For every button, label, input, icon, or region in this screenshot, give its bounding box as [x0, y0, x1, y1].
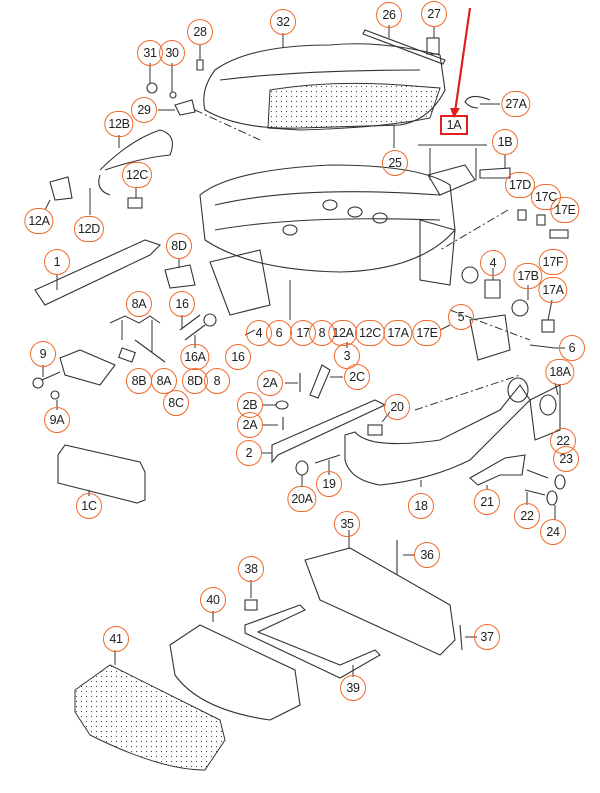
- callout-23[interactable]: 23: [553, 446, 579, 472]
- plug-20a-part: [295, 460, 309, 476]
- callout-2a-top[interactable]: 2A: [257, 370, 283, 396]
- callout-17b[interactable]: 17B: [513, 263, 543, 289]
- callout-12a[interactable]: 12A: [24, 208, 54, 234]
- callout-group-17a[interactable]: 17A: [383, 320, 413, 346]
- callout-8a-bottom[interactable]: 8A: [151, 368, 177, 394]
- callout-1a-highlighted[interactable]: 1A: [440, 115, 468, 135]
- clip-27-part: [426, 26, 440, 55]
- callout-1c[interactable]: 1C: [76, 493, 102, 519]
- clip-8d-part: [164, 264, 196, 289]
- callout-2a-bottom[interactable]: 2A: [237, 412, 263, 438]
- lever-21-part: [469, 454, 566, 520]
- callout-8c[interactable]: 8C: [163, 390, 189, 416]
- callout-12c[interactable]: 12C: [121, 162, 153, 188]
- callout-6-right[interactable]: 6: [559, 335, 585, 361]
- callout-9a[interactable]: 9A: [44, 407, 70, 433]
- callout-37[interactable]: 37: [474, 624, 500, 650]
- small-fasteners-part: [146, 45, 261, 141]
- box-40-part: [169, 611, 301, 721]
- callout-20a[interactable]: 20A: [287, 486, 317, 512]
- callout-41[interactable]: 41: [103, 626, 129, 652]
- highlight-arrow: [450, 7, 472, 118]
- frame-39-part: [244, 604, 381, 679]
- callout-25[interactable]: 25: [382, 150, 408, 176]
- callout-8b[interactable]: 8B: [126, 368, 152, 394]
- callout-16a[interactable]: 16A: [180, 344, 210, 370]
- callout-20[interactable]: 20: [384, 394, 410, 420]
- callout-28[interactable]: 28: [187, 19, 213, 45]
- callout-22-bottom[interactable]: 22: [514, 503, 540, 529]
- callout-9[interactable]: 9: [30, 341, 56, 367]
- callout-group-17e[interactable]: 17E: [412, 320, 442, 346]
- callout-8a-top[interactable]: 8A: [126, 291, 152, 317]
- callout-38[interactable]: 38: [238, 556, 264, 582]
- callout-39[interactable]: 39: [340, 675, 366, 701]
- bolts-17-part: [439, 209, 569, 251]
- armrest-1c-part: [57, 444, 146, 504]
- callout-19[interactable]: 19: [316, 471, 342, 497]
- callout-35[interactable]: 35: [334, 511, 360, 537]
- clip-38-part: [244, 599, 258, 611]
- callout-27[interactable]: 27: [421, 1, 447, 27]
- callout-27a[interactable]: 27A: [501, 91, 531, 117]
- clip-20-part: [367, 424, 383, 436]
- parts-8a-part: [109, 315, 166, 363]
- callout-12d[interactable]: 12D: [73, 216, 105, 242]
- seat-cushion-part: [203, 33, 446, 148]
- callout-2c[interactable]: 2C: [344, 364, 370, 390]
- trim-rail-1-part: [34, 239, 162, 306]
- callout-group-12a[interactable]: 12A: [328, 320, 358, 346]
- release-cable-part: [44, 129, 173, 215]
- callout-26[interactable]: 26: [376, 2, 402, 28]
- callout-16-mid[interactable]: 16: [225, 344, 251, 370]
- hook-27a-part: [464, 95, 491, 109]
- callout-36[interactable]: 36: [414, 542, 440, 568]
- mechanism-part: [209, 249, 271, 316]
- callout-32[interactable]: 32: [270, 9, 296, 35]
- callout-12b[interactable]: 12B: [104, 111, 134, 137]
- seat-frame-part: [199, 164, 456, 320]
- bar-2-part: [271, 399, 387, 464]
- callout-group-6[interactable]: 6: [266, 320, 292, 346]
- bracket-9-part: [32, 349, 116, 410]
- pins-16-part: [179, 313, 217, 348]
- callout-1[interactable]: 1: [44, 249, 70, 275]
- armrest-housing-35-part: [304, 530, 477, 656]
- callout-21[interactable]: 21: [474, 489, 500, 515]
- callout-17f[interactable]: 17F: [538, 249, 568, 275]
- callout-29[interactable]: 29: [131, 97, 157, 123]
- bracket-1a-part: [418, 144, 511, 196]
- callout-2[interactable]: 2: [236, 440, 262, 466]
- adjuster-parts-part: [449, 266, 565, 361]
- callout-16-top[interactable]: 16: [169, 291, 195, 317]
- cover-41-part: [74, 650, 226, 771]
- callout-group-12c[interactable]: 12C: [354, 320, 386, 346]
- callout-17a[interactable]: 17A: [538, 277, 568, 303]
- callout-4-right[interactable]: 4: [480, 250, 506, 276]
- callout-8d-top[interactable]: 8D: [166, 233, 192, 259]
- callout-40[interactable]: 40: [200, 587, 226, 613]
- callout-5[interactable]: 5: [448, 304, 474, 330]
- callout-17e[interactable]: 17E: [550, 197, 580, 223]
- callout-8-bottom[interactable]: 8: [204, 368, 230, 394]
- callout-1b[interactable]: 1B: [492, 129, 518, 155]
- frame-18-part: [344, 374, 561, 487]
- callout-30[interactable]: 30: [159, 40, 185, 66]
- callout-18[interactable]: 18: [408, 493, 434, 519]
- callout-17d[interactable]: 17D: [504, 172, 536, 198]
- callout-24[interactable]: 24: [540, 519, 566, 545]
- fasteners-2-part: [262, 364, 343, 430]
- callout-18a[interactable]: 18A: [545, 359, 575, 385]
- screw-19-part: [314, 454, 341, 464]
